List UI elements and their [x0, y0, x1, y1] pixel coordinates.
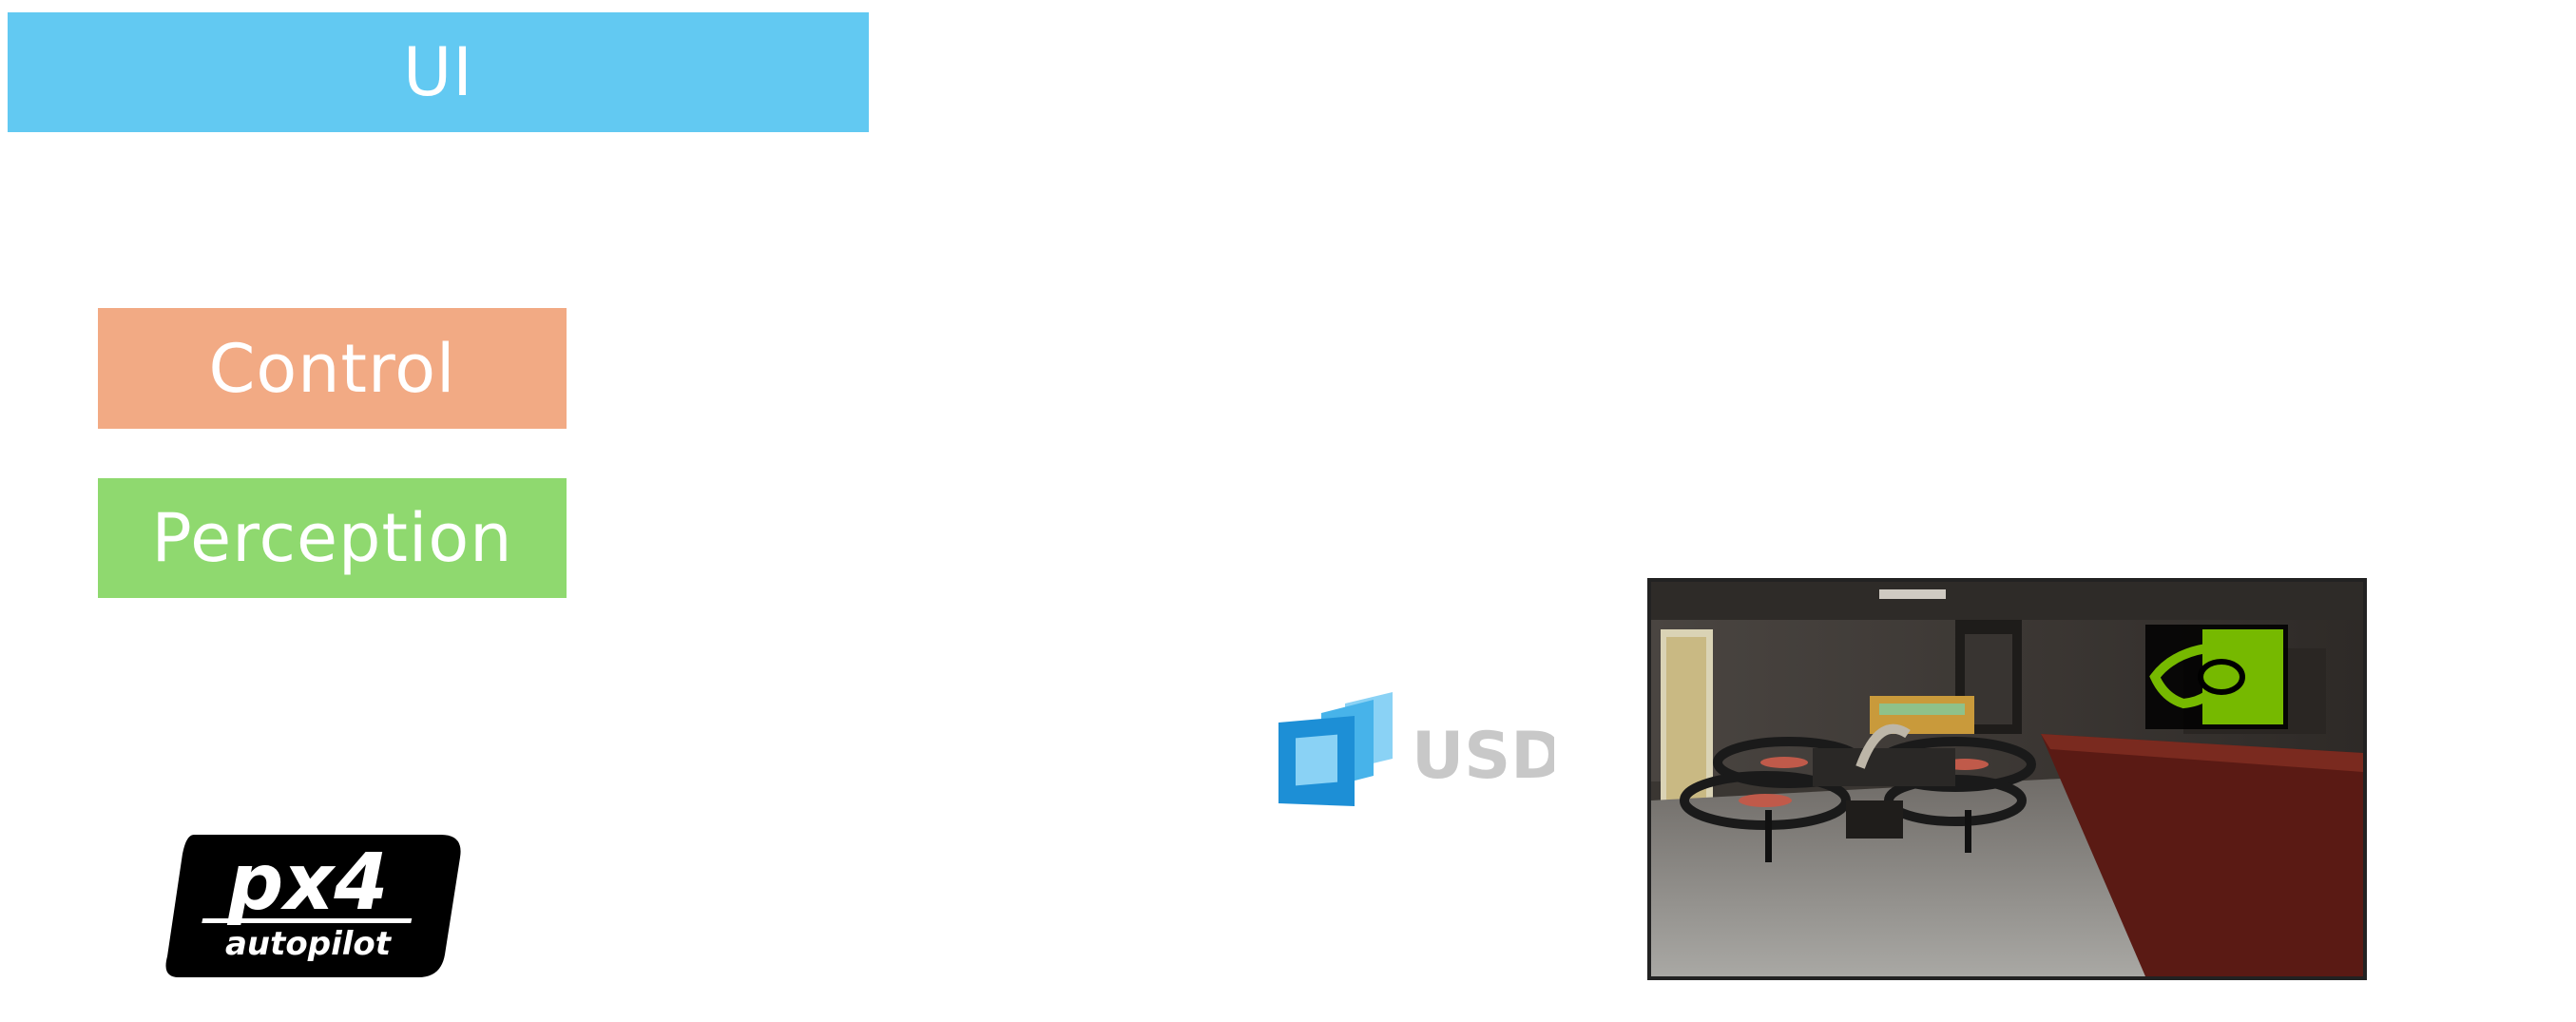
- control-block-label: Control: [208, 329, 456, 408]
- px4-logo-text: px4: [227, 838, 389, 928]
- ui-block-label: UI: [403, 33, 473, 111]
- perception-block-label: Perception: [151, 499, 513, 577]
- simulation-view: [1647, 578, 2367, 980]
- ui-block: UI: [8, 12, 869, 132]
- usd-logo-label: USD: [1412, 719, 1554, 794]
- nvidia-logo: [2145, 625, 2288, 729]
- drone-icon: [1680, 723, 2036, 862]
- px4-logo-subtext: autopilot: [225, 925, 393, 963]
- usd-logo: USD: [1278, 685, 1565, 813]
- perception-block: Perception: [98, 478, 567, 598]
- drone-in-warehouse-image: [1651, 582, 2363, 976]
- control-block: Control: [98, 308, 567, 429]
- px4-autopilot-logo: px4 autopilot: [165, 835, 464, 977]
